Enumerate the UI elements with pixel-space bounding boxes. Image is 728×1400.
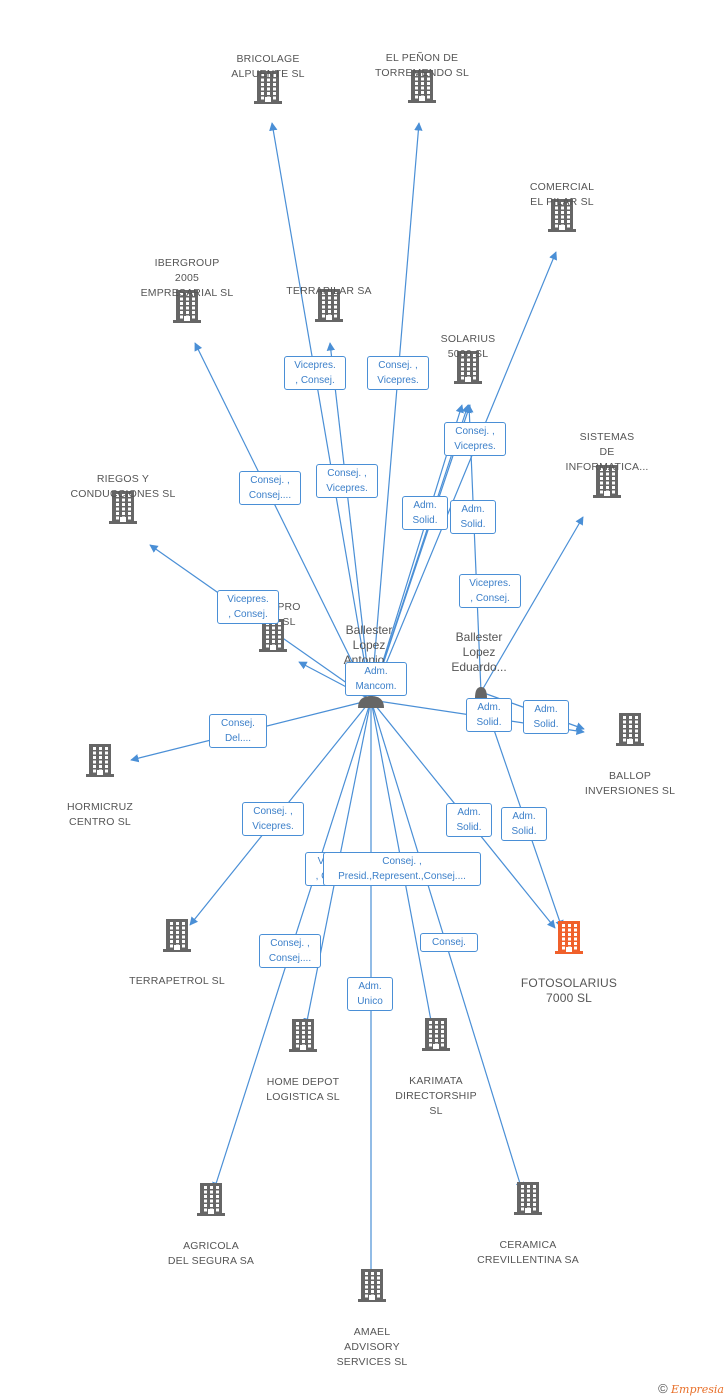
building-icon xyxy=(454,351,482,384)
relation-badge-ballop-a[interactable]: Adm. Solid. xyxy=(466,698,512,732)
relation-badge-sistemas[interactable]: Vicepres. , Consej. xyxy=(459,574,521,608)
person-label-eduardo[interactable]: Ballester Lopez Eduardo... xyxy=(451,630,507,674)
company-label-terrapetrol[interactable]: TERRAPETROL SL xyxy=(129,975,225,987)
relation-badge-hormicruz[interactable]: Consej. Del.... xyxy=(209,714,267,748)
building-icon xyxy=(616,713,644,746)
company-label-comercial[interactable]: COMERCIAL EL PILAR SL xyxy=(529,181,595,208)
company-node-sistemas[interactable] xyxy=(592,464,622,498)
relation-edge xyxy=(480,516,584,693)
building-icon xyxy=(422,1018,450,1051)
building-icon xyxy=(358,1269,386,1302)
relation-edge xyxy=(194,342,372,701)
relation-badge-solarius-e[interactable]: Adm. Solid. xyxy=(450,500,496,534)
company-node-ibergroup[interactable] xyxy=(172,289,202,323)
company-node-hormicruz[interactable] xyxy=(85,743,115,777)
building-icon xyxy=(555,921,583,954)
relation-badge-ceramica[interactable]: Consej. xyxy=(420,933,478,952)
company-node-terrapetrol[interactable] xyxy=(162,918,192,952)
company-node-agricola[interactable] xyxy=(196,1182,226,1216)
relation-badge-ibergroup[interactable]: Consej. , Consej.... xyxy=(239,471,301,505)
company-node-homedepot[interactable] xyxy=(288,1018,318,1052)
company-label-riegos[interactable]: RIEGOS Y CONDUCCIONES SL xyxy=(70,473,176,500)
company-label-hormicruz[interactable]: HORMICRUZ CENTRO SL xyxy=(67,801,133,828)
person-icon xyxy=(358,696,384,708)
person-node-antonio[interactable] xyxy=(357,694,385,708)
building-icon xyxy=(163,919,191,952)
building-icon xyxy=(315,289,343,322)
company-node-karimata[interactable] xyxy=(421,1017,451,1051)
company-node-fotosolarius[interactable] xyxy=(554,920,584,954)
building-icon xyxy=(86,744,114,777)
company-node-riegos[interactable] xyxy=(108,490,138,524)
company-node-penon[interactable] xyxy=(407,69,437,103)
company-node-comercial[interactable] xyxy=(547,198,577,232)
company-label-homedepot[interactable]: HOME DEPOT LOGISTICA SL xyxy=(266,1076,340,1103)
relation-badge-solarius[interactable]: Consej. , Vicepres. xyxy=(444,422,506,456)
company-node-solarius[interactable] xyxy=(453,350,483,384)
company-label-pro[interactable]: PRO SL xyxy=(277,601,301,628)
relation-badge-penon[interactable]: Consej. , Vicepres. xyxy=(367,356,429,390)
brand-logo[interactable]: Empresia xyxy=(671,1383,724,1396)
relation-badge-terrapetrol[interactable]: Consej. , Vicepres. xyxy=(242,802,304,836)
relation-badge-solarius-a[interactable]: Adm. Solid. xyxy=(402,496,448,530)
footer: © Empresia xyxy=(658,1381,724,1396)
company-label-amael[interactable]: AMAEL ADVISORY SERVICES SL xyxy=(336,1326,408,1368)
relation-edge xyxy=(269,122,372,701)
building-icon xyxy=(254,71,282,104)
company-label-ballop[interactable]: BALLOP INVERSIONES SL xyxy=(584,770,676,797)
building-icon xyxy=(173,290,201,323)
company-label-penon[interactable]: EL PEÑON DE TORREMENDO SL xyxy=(374,52,470,79)
relation-edge xyxy=(326,342,372,701)
company-label-bricolage[interactable]: BRICOLAGE ALPUENTE SL xyxy=(231,53,305,80)
relation-badge-bricolage[interactable]: Vicepres. , Consej. xyxy=(284,356,346,390)
company-label-solarius[interactable]: SOLARIUS 5000 SL xyxy=(440,333,496,360)
company-label-agricola[interactable]: AGRICOLA DEL SEGURA SA xyxy=(167,1240,255,1267)
building-icon xyxy=(109,491,137,524)
relation-edge xyxy=(370,122,423,701)
company-label-ibergroup[interactable]: IBERGROUP 2005 EMPRESARIAL SL xyxy=(140,257,234,299)
company-node-ballop[interactable] xyxy=(615,712,645,746)
relation-badge-riegos[interactable]: Vicepres. , Consej. xyxy=(217,590,279,624)
relation-badge-agricola[interactable]: Consej. , Consej.... xyxy=(259,934,321,968)
company-node-terrapilar[interactable] xyxy=(314,288,344,322)
building-icon xyxy=(259,619,287,652)
relation-badge-foto-e[interactable]: Adm. Solid. xyxy=(501,807,547,841)
company-label-fotosolarius[interactable]: FOTOSOLARIUS 7000 SL xyxy=(520,976,618,1005)
relation-badge-foto-a[interactable]: Adm. Solid. xyxy=(446,803,492,837)
company-node-pro[interactable] xyxy=(258,618,288,652)
building-icon xyxy=(408,70,436,103)
company-label-ceramica[interactable]: CERAMICA CREVILLENTINA SA xyxy=(477,1239,579,1266)
company-label-sistemas[interactable]: SISTEMAS DE INFORMATICA... xyxy=(565,431,649,473)
relation-badge-ballop-e[interactable]: Adm. Solid. xyxy=(523,700,569,734)
building-icon xyxy=(548,199,576,232)
person-icon xyxy=(475,687,487,698)
building-icon xyxy=(514,1182,542,1215)
company-node-amael[interactable] xyxy=(357,1268,387,1302)
company-label-karimata[interactable]: KARIMATA DIRECTORSHIP SL xyxy=(395,1075,477,1117)
company-label-terrapilar[interactable]: TERRAPILAR SA xyxy=(286,285,372,297)
copyright-icon: © xyxy=(658,1381,668,1396)
building-icon xyxy=(593,465,621,498)
company-node-bricolage[interactable] xyxy=(253,70,283,104)
building-icon xyxy=(197,1183,225,1216)
building-icon xyxy=(289,1019,317,1052)
company-node-ceramica[interactable] xyxy=(513,1181,543,1215)
relation-badge-presid[interactable]: Consej. , Presid.,Represent.,Consej.... xyxy=(323,852,481,886)
relation-edge xyxy=(370,251,557,701)
relation-badge-terrapilar[interactable]: Consej. , Vicepres. xyxy=(316,464,378,498)
relation-badge-amael[interactable]: Adm. Unico xyxy=(347,977,393,1011)
relation-badge-pro[interactable]: Adm. Mancom. xyxy=(345,662,407,696)
person-node-eduardo[interactable] xyxy=(475,686,487,698)
